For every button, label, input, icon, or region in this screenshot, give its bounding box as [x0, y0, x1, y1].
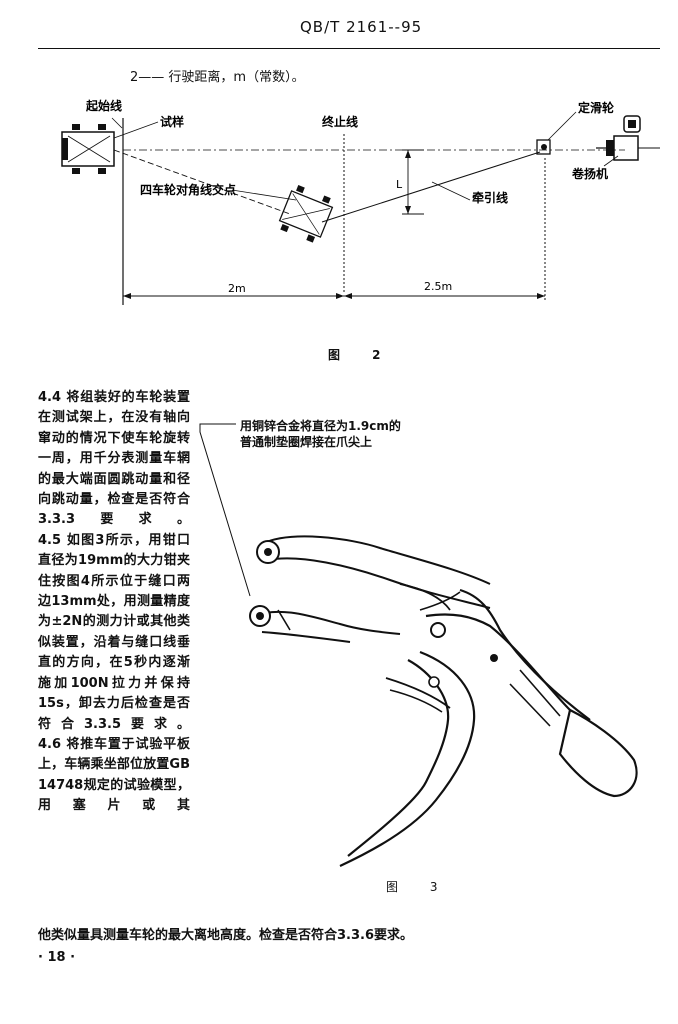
- l-mark: L: [396, 178, 403, 191]
- fixed-pulley-icon: [536, 139, 551, 155]
- dim-left: 2m: [228, 282, 246, 295]
- dim-right: 2.5m: [424, 280, 452, 293]
- standard-code: QB/T 2161--95: [300, 18, 423, 36]
- label-start-line: 起始线: [85, 98, 122, 113]
- winch-icon: [596, 115, 660, 161]
- label-end-line: 终止线: [322, 114, 358, 129]
- figure-3-pliers: [199, 423, 638, 867]
- figure-3-note-line-2: 普通制垫圈焊接在爪尖上: [240, 435, 373, 449]
- body-text-column: 4.4 将组装好的车轮装置在测试架上，在没有轴向窜动的情况下使车轮旋转一周，用千…: [38, 388, 190, 817]
- figure-3-note-line-1: 用铜锌合金将直径为1.9cm的: [240, 419, 401, 433]
- figure-3-note: 用铜锌合金将直径为1.9cm的 普通制垫圈焊接在爪尖上: [240, 418, 401, 450]
- sample-cart-start: [61, 124, 115, 174]
- paragraph-4-6-continued: 他类似量具测量车轮的最大离地高度。检查是否符合3.3.6要求。: [38, 928, 414, 943]
- header-rule: [38, 48, 660, 49]
- label-diagonal-intersection: 四车轮对角线交点: [140, 182, 236, 197]
- label-sample: 试样: [160, 114, 184, 129]
- traction-line: [321, 151, 541, 223]
- figure-3-caption: 图 3: [386, 880, 452, 894]
- figure-2-caption: 图 2: [328, 348, 395, 362]
- label-fixed-pulley: 定滑轮: [578, 100, 615, 115]
- figure-2-diagram: L 2m 2.5m 起始线 试样 终止线 定滑轮 卷扬机 四车轮对角线交点 牵引…: [61, 98, 660, 305]
- paragraph-4-4: 4.4 将组装好的车轮装置在测试架上，在没有轴向窜动的情况下使车轮旋转一周，用千…: [38, 390, 190, 528]
- label-winch: 卷扬机: [571, 166, 608, 181]
- paragraph-4-6: 4.6 将推车置于试验平板上，车辆乘坐部位放置GB 14748规定的试验模型，用…: [38, 736, 190, 814]
- paragraph-4-5: 4.5 如图3所示，用钳口直径为19mm的大力钳夹住按图4所示位于缝口两边13m…: [38, 532, 190, 732]
- label-traction-line: 牵引线: [472, 190, 508, 205]
- sample-cart-deflected: [278, 185, 334, 243]
- legend-line: 2—— 行驶距离，m（常数）。: [130, 70, 305, 85]
- page-number: · 18 ·: [38, 950, 76, 965]
